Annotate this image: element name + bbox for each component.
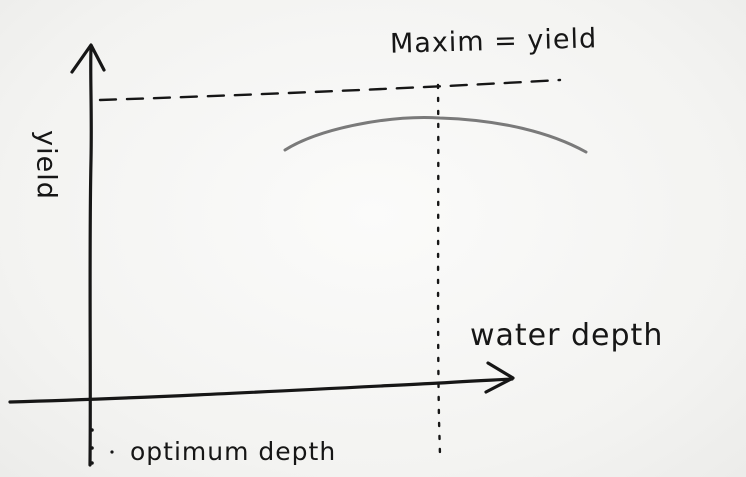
tick-dot: [90, 446, 94, 450]
x-axis-line: [8, 377, 514, 404]
max-yield-annotation: Maxim = yield: [389, 23, 598, 60]
tick-dot: [110, 450, 114, 454]
optimum-depth-label: optimum depth: [130, 437, 337, 466]
yield-curve: [283, 116, 588, 154]
x-axis-arrowhead: [484, 361, 515, 394]
tick-dot: [90, 461, 94, 465]
y-axis-label: yield: [30, 130, 62, 200]
max-yield-dashed-line: [98, 78, 562, 102]
tick-dot: [90, 428, 94, 432]
y-axis-arrowhead: [70, 43, 106, 74]
optimum-depth-dotted-line: [436, 83, 442, 457]
y-axis-line: [88, 46, 93, 467]
x-axis-label: water depth: [470, 318, 664, 353]
